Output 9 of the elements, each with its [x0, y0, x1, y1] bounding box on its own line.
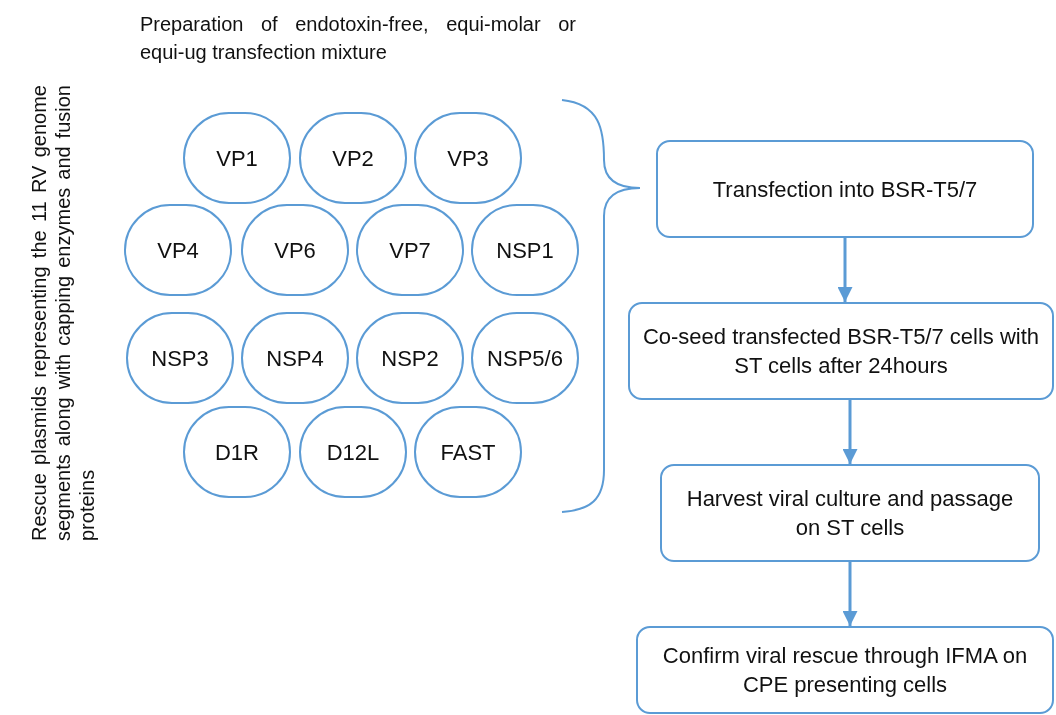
process-box: Confirm viral rescue through IFMA on CPE presenting cells [636, 626, 1054, 714]
arrow [842, 400, 858, 464]
heading-text: Preparation of endotoxin-free, equi-molar or equi-ug transfection mixture [140, 12, 576, 65]
rotated-caption: Rescue plasmids representing the 11 RV genome segments along with capping enzymes and fusion proteins [27, 85, 99, 541]
process-box: Transfection into BSR-T5/7 [656, 140, 1034, 238]
arrow [837, 238, 853, 302]
arrow [842, 562, 858, 626]
process-box: Harvest viral culture and passage on ST cells [660, 464, 1040, 562]
process-box: Co-seed transfected BSR-T5/7 cells with ST cells after 24hours [628, 302, 1054, 400]
